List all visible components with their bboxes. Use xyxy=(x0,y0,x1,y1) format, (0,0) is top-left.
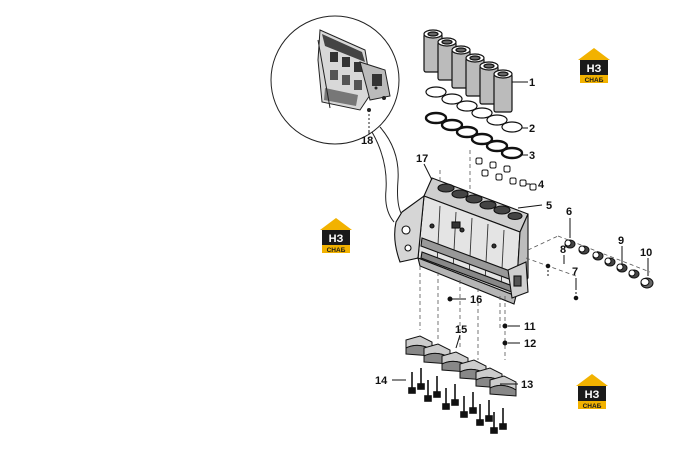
detail-engine-fragment xyxy=(317,29,391,111)
callout-18: 18 xyxy=(361,135,373,147)
callout-numbers: 1 2 3 4 5 6 7 8 9 10 11 12 13 14 15 16 1… xyxy=(361,77,652,391)
callout-6: 6 xyxy=(566,206,572,218)
callout-1: 1 xyxy=(529,77,535,89)
main-bearing-bolts xyxy=(408,368,507,434)
cylinder-block xyxy=(394,177,529,305)
company-logo-icon: НЗ СНАБ xyxy=(576,374,608,410)
callout-9: 9 xyxy=(618,235,624,247)
gallery-plugs xyxy=(564,239,654,289)
callout-3: 3 xyxy=(529,150,535,162)
logo-mark: НЗ xyxy=(587,63,602,75)
callout-12: 12 xyxy=(524,338,536,350)
callout-10: 10 xyxy=(640,247,652,259)
liner-seal-rings-upper xyxy=(425,86,523,133)
cylinder-liners xyxy=(423,29,513,113)
callout-13: 13 xyxy=(521,379,533,391)
company-logo-icon: НЗ СНАБ xyxy=(320,218,352,254)
company-logo-icon: НЗ СНАБ xyxy=(578,48,610,84)
liner-seal-rings-lower xyxy=(424,111,524,160)
callout-2: 2 xyxy=(529,123,535,135)
callout-15: 15 xyxy=(455,324,467,336)
logo-word: СНАБ xyxy=(585,77,604,84)
callout-16: 16 xyxy=(470,294,482,306)
detail-view-circle xyxy=(270,15,403,223)
callout-11: 11 xyxy=(524,321,536,333)
callout-leader-lines xyxy=(368,81,649,385)
callout-14: 14 xyxy=(375,375,388,387)
block-dowel-sleeves xyxy=(475,157,537,191)
main-bearing-caps xyxy=(405,335,517,397)
logo-word: СНАБ xyxy=(327,247,346,254)
logo-word: СНАБ xyxy=(583,403,602,410)
callout-7: 7 xyxy=(572,266,578,278)
callout-8: 8 xyxy=(560,244,566,256)
logo-mark: НЗ xyxy=(329,233,344,245)
logo-mark: НЗ xyxy=(585,389,600,401)
callout-4: 4 xyxy=(538,179,545,191)
dowel-pins xyxy=(447,263,579,346)
callout-5: 5 xyxy=(546,200,552,212)
callout-17: 17 xyxy=(416,153,428,165)
